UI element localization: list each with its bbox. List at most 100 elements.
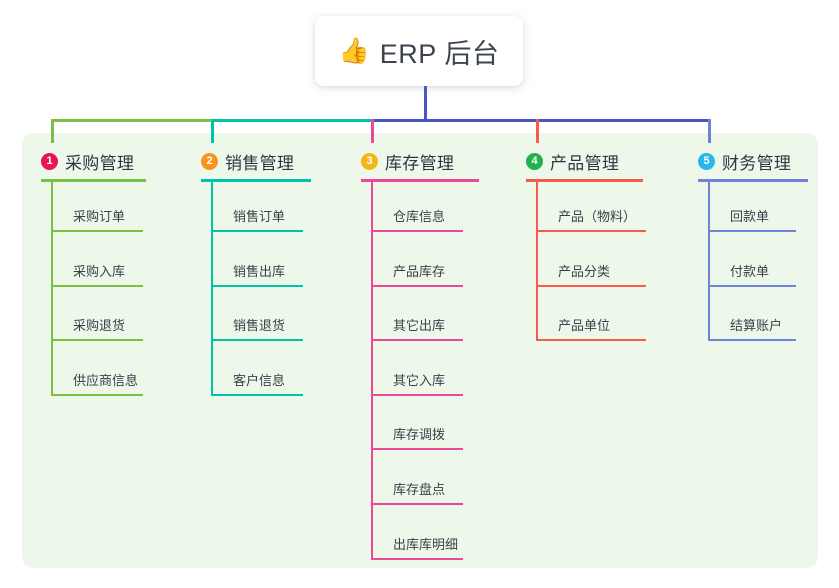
leaf-node[interactable]: 产品分类: [536, 243, 646, 287]
category-underline-5: [698, 179, 808, 182]
leaf-underline: [371, 557, 463, 560]
leaf-underline: [536, 339, 646, 342]
leaf-underline: [708, 230, 796, 232]
category-header-2[interactable]: 2 销售管理: [201, 149, 294, 174]
leaf-node[interactable]: 采购订单: [51, 188, 143, 232]
leaf-label: 其它出库: [393, 318, 446, 334]
leaf-node[interactable]: 客户信息: [211, 352, 303, 396]
leaf-label: 销售订单: [233, 209, 286, 224]
leaf-underline: [536, 284, 646, 287]
category-spine-5: [708, 182, 710, 342]
leaf-node[interactable]: 出库库明细: [371, 516, 463, 560]
leaf-underline: [371, 339, 463, 342]
category-spine-1: [51, 182, 53, 396]
leaf-label: 库存盘点: [393, 482, 446, 497]
leaf-label: 产品单位: [558, 318, 611, 334]
leaf-label: 销售退货: [233, 318, 286, 334]
leaf-label: 库存调拨: [393, 427, 446, 443]
leaf-node[interactable]: 付款单: [708, 243, 796, 287]
leaf-node[interactable]: 采购入库: [51, 243, 143, 287]
category-title-3: 库存管理: [385, 154, 455, 173]
root-node[interactable]: 👍 ERP 后台: [315, 16, 523, 86]
leaf-underline: [51, 339, 143, 342]
content-panel: [22, 133, 818, 568]
drop-leg-3: [371, 119, 374, 143]
leaf-label: 付款单: [730, 263, 770, 279]
leaf-label: 结算账户: [730, 318, 783, 334]
category-badge-4: 4: [526, 153, 543, 170]
leaf-node[interactable]: 产品（物料）: [536, 188, 646, 232]
leaf-label: 仓库信息: [393, 209, 446, 224]
leaf-underline: [708, 339, 796, 342]
leaf-node[interactable]: 回款单: [708, 188, 796, 232]
leaf-node[interactable]: 其它入库: [371, 352, 463, 396]
category-header-1[interactable]: 1 采购管理: [41, 149, 134, 174]
leaf-node[interactable]: 采购退货: [51, 297, 143, 342]
leaf-underline: [51, 230, 143, 232]
category-badge-2: 2: [201, 153, 218, 170]
leaf-node[interactable]: 产品单位: [536, 297, 646, 342]
category-badge-5: 5: [698, 153, 715, 170]
leaf-node[interactable]: 产品库存: [371, 243, 463, 287]
category-title-2: 销售管理: [225, 154, 295, 173]
leaf-label: 产品库存: [393, 263, 446, 279]
category-underline-2: [201, 179, 311, 182]
thumbs-up-icon: 👍: [338, 36, 370, 65]
leaf-label: 采购订单: [73, 209, 126, 224]
leaf-label: 供应商信息: [73, 372, 139, 388]
leaf-underline: [211, 393, 303, 396]
leaf-label: 产品（物料）: [558, 209, 637, 224]
drop-leg-5: [708, 119, 711, 143]
leaf-label: 回款单: [730, 209, 770, 224]
leaf-underline: [371, 230, 463, 232]
root-node-title: ERP 后台: [379, 38, 500, 69]
category-badge-1: 1: [41, 153, 58, 170]
category-title-5: 财务管理: [722, 154, 792, 173]
leaf-underline: [536, 230, 646, 232]
leaf-underline: [211, 339, 303, 342]
leaf-node[interactable]: 库存调拨: [371, 406, 463, 451]
category-header-5[interactable]: 5 财务管理: [698, 149, 791, 174]
category-spine-4: [536, 182, 538, 342]
leaf-underline: [371, 284, 463, 287]
leaf-underline: [51, 284, 143, 287]
category-header-4[interactable]: 4 产品管理: [526, 149, 619, 174]
leaf-label: 出库库明细: [393, 536, 459, 552]
leaf-node[interactable]: 结算账户: [708, 297, 796, 342]
category-underline-3: [361, 179, 479, 182]
category-title-1: 采购管理: [65, 154, 135, 173]
category-underline-4: [526, 179, 643, 182]
category-badge-3: 3: [361, 153, 378, 170]
leaf-underline: [211, 284, 303, 287]
leaf-label: 销售出库: [233, 263, 286, 279]
bus-segment-left: [51, 119, 213, 122]
leaf-node[interactable]: 销售退货: [211, 297, 303, 342]
category-underline-1: [41, 179, 146, 182]
leaf-node[interactable]: 库存盘点: [371, 461, 463, 505]
leaf-underline: [211, 230, 303, 232]
category-header-3[interactable]: 3 库存管理: [361, 149, 454, 174]
bus-segment-middle: [211, 119, 373, 122]
leaf-underline: [708, 284, 796, 287]
drop-leg-2: [211, 119, 214, 143]
leaf-node[interactable]: 销售出库: [211, 243, 303, 287]
leaf-underline: [371, 393, 463, 396]
root-connector-stem: [424, 86, 427, 122]
category-title-4: 产品管理: [550, 154, 620, 173]
leaf-label: 采购退货: [73, 318, 126, 334]
leaf-node[interactable]: 其它出库: [371, 297, 463, 342]
leaf-label: 产品分类: [558, 263, 611, 279]
leaf-node[interactable]: 供应商信息: [51, 352, 143, 396]
leaf-label: 客户信息: [233, 372, 286, 388]
category-spine-2: [211, 182, 213, 396]
leaf-node[interactable]: 仓库信息: [371, 188, 463, 232]
leaf-label: 其它入库: [393, 372, 446, 388]
leaf-label: 采购入库: [73, 263, 126, 279]
leaf-node[interactable]: 销售订单: [211, 188, 303, 232]
bus-segment-right: [371, 119, 711, 122]
drop-leg-1: [51, 119, 54, 143]
category-spine-3: [371, 182, 373, 560]
leaf-underline: [371, 503, 463, 505]
drop-leg-4: [536, 119, 539, 143]
